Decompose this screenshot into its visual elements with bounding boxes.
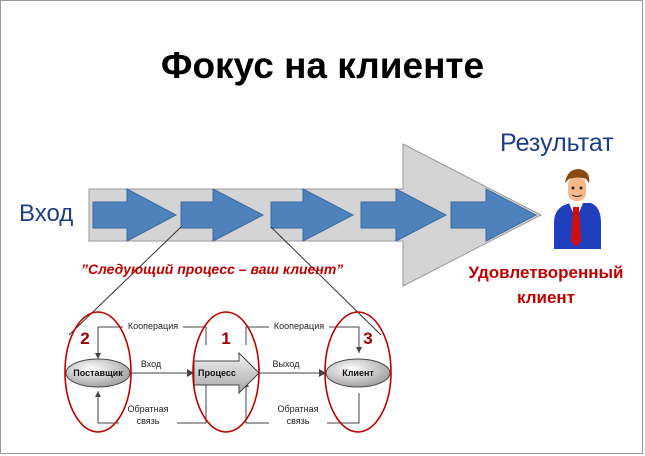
feedback-label-2b: связь xyxy=(287,416,310,426)
process-box xyxy=(193,351,260,395)
satisfied-customer-label: Удовлетворенный клиент xyxy=(456,260,636,310)
customer-label: Клиент xyxy=(342,368,374,378)
flow-arrow-2 xyxy=(180,188,265,242)
feedback-label-2a: Обратная xyxy=(278,404,319,414)
customer-oval xyxy=(325,358,391,388)
input-label: Вход xyxy=(19,200,74,227)
flow-arrows xyxy=(92,188,538,242)
feedback-label-1a: Обратная xyxy=(128,404,169,414)
detail-diagram: Кооперация Кооперация Обратная связь Обр… xyxy=(64,311,392,433)
supplier-oval xyxy=(65,358,131,388)
supplier-label: Поставщик xyxy=(73,368,123,378)
satisfied-line-2: клиент xyxy=(516,288,575,307)
highlight-circle-process xyxy=(192,311,260,433)
satisfied-line-1: Удовлетворенный xyxy=(468,263,624,282)
flow-arrow-3 xyxy=(270,188,355,242)
businessman-icon xyxy=(554,169,601,249)
flow-arrow-4 xyxy=(360,188,448,242)
slogan-label: ”Следующий процесс – ваш клиент” xyxy=(81,261,344,277)
flow-arrow-1 xyxy=(92,188,178,242)
slide-title: Фокус на клиенте xyxy=(160,45,485,86)
cooperation-label-1: Кооперация xyxy=(128,321,178,331)
cooperation-label-2: Кооперация xyxy=(274,321,324,331)
process-label: Процесс xyxy=(198,368,236,378)
number-customer: 3 xyxy=(363,329,372,348)
number-supplier: 2 xyxy=(80,329,89,348)
feedback-label-1b: связь xyxy=(137,416,160,426)
output-detail-label: Выход xyxy=(273,359,301,369)
input-detail-label: Вход xyxy=(141,359,162,369)
highlight-circle-supplier xyxy=(64,311,132,433)
zoom-line-right xyxy=(270,226,382,336)
highlight-circle-customer xyxy=(324,311,392,433)
number-process: 1 xyxy=(221,329,230,348)
flow-arrow-5 xyxy=(450,188,538,242)
zoom-line-left xyxy=(68,226,182,336)
result-label: Результат xyxy=(500,129,614,157)
